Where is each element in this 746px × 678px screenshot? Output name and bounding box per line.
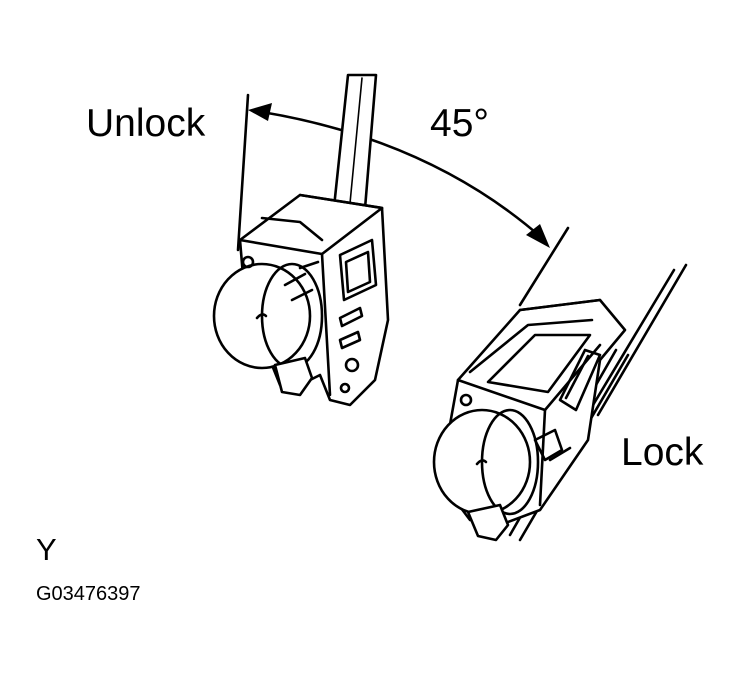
unlock-label: Unlock: [86, 102, 206, 145]
retractor-locked: [432, 263, 688, 542]
retractor-unlocked: [212, 73, 390, 407]
lock-label: Lock: [621, 431, 704, 474]
arc-arrowhead-right: [526, 224, 550, 248]
webbing-locked: [596, 263, 688, 417]
angle-arc: [260, 110, 544, 240]
unlock-reference-line: [236, 93, 250, 252]
lock-reference-line: [518, 226, 570, 307]
arc-arrowhead-left: [248, 103, 272, 121]
figure-code: G03476397: [36, 583, 141, 605]
angle-label: 45°: [430, 102, 489, 145]
view-label: Y: [36, 532, 57, 567]
